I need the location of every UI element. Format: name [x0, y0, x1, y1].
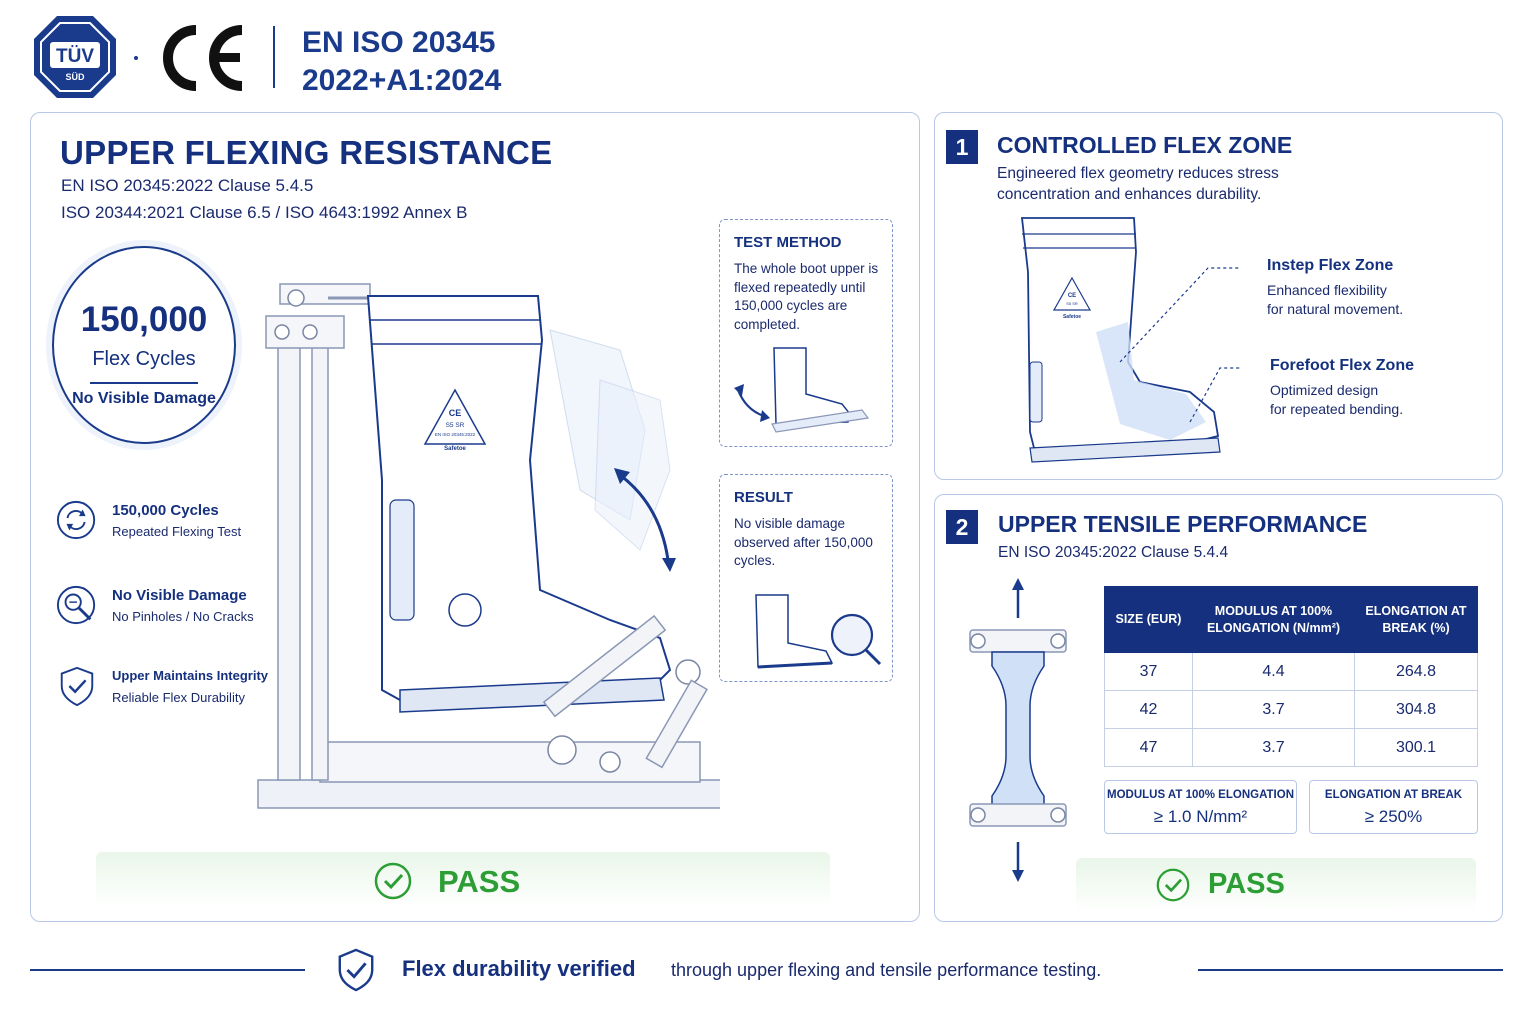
- test-method-title: TEST METHOD: [734, 234, 842, 251]
- header-standard-line2: 2022+A1:2024: [302, 64, 502, 97]
- flexing-pass-text: PASS: [438, 864, 521, 899]
- table-cell: 42: [1104, 690, 1193, 729]
- tensile-table: SIZE (EUR) MODULUS AT 100% ELONGATION (N…: [1104, 586, 1478, 767]
- shield-check-icon: [338, 948, 374, 992]
- test-method-illustration: [734, 347, 870, 433]
- table-row: 47 3.7 300.1: [1104, 728, 1478, 767]
- tensile-specimen-illustration: [969, 578, 1067, 882]
- flex-motion-arrow: [619, 473, 670, 561]
- pass-check-icon: [374, 862, 412, 900]
- boot-class-text: S5 SR: [446, 422, 465, 429]
- result-title: RESULT: [734, 489, 793, 506]
- result-box: RESULT No visible damage observed after …: [719, 474, 893, 682]
- tuv-logo-subtext: SÜD: [65, 72, 85, 82]
- header-separator: [273, 26, 275, 88]
- flexing-title: UPPER FLEXING RESISTANCE: [60, 134, 553, 171]
- requirement-value: ≥ 1.0 N/mm²: [1153, 807, 1248, 826]
- forefoot-zone-line2: for repeated bending.: [1270, 401, 1404, 417]
- header-standard: EN ISO 20345 2022+A1:2024: [302, 24, 501, 100]
- section-number-1: 1: [946, 130, 978, 164]
- zone-boot-brand: Safetoe: [1063, 314, 1081, 320]
- table-cell: 300.1: [1354, 728, 1478, 767]
- tensile-title: UPPER TENSILE PERFORMANCE: [998, 511, 1368, 537]
- instep-zone-line2: for natural movement.: [1267, 301, 1404, 317]
- tuv-sud-logo: TÜV SÜD: [34, 16, 116, 98]
- forefoot-zone-title: Forefoot Flex Zone: [1270, 357, 1414, 374]
- forefoot-zone-line1: Optimized design: [1270, 382, 1379, 398]
- boot-standard-text: EN ISO 20345:2022: [435, 432, 476, 437]
- table-header-modulus: MODULUS AT 100% ELONGATION (N/mm²): [1192, 586, 1355, 653]
- feature-title: No Visible Damage: [112, 587, 247, 604]
- flex-cycles-badge: 150,000 Flex Cycles No Visible Damage: [52, 246, 236, 444]
- footer-line-right: [1198, 969, 1503, 971]
- zone-boot-class: S5 SR: [1066, 301, 1078, 306]
- flexing-pass-bar: [96, 852, 830, 908]
- cycle-arrows-icon: [56, 500, 96, 540]
- section-number-2: 2: [946, 510, 978, 544]
- badge-number: 150,000: [80, 300, 208, 339]
- table-cell: 37: [1104, 652, 1193, 691]
- requirement-value: ≥ 250%: [1364, 807, 1423, 826]
- tensile-pass-text: PASS: [1208, 868, 1285, 900]
- tensile-pass-bar: [1076, 858, 1476, 914]
- footer-line-left: [30, 969, 305, 971]
- table-header-elongation: ELONGATION AT BREAK (%): [1354, 586, 1478, 653]
- tensile-clause: EN ISO 20345:2022 Clause 5.4.4: [998, 544, 1229, 561]
- tuv-logo-text: TÜV: [56, 46, 94, 67]
- requirement-label: MODULUS AT 100% ELONGATION: [1107, 789, 1294, 801]
- table-cell: 3.7: [1192, 690, 1355, 729]
- feature-title: Upper Maintains Integrity: [112, 668, 269, 683]
- test-method-body: The whole boot upper is flexed repeatedl…: [734, 261, 879, 332]
- feature-no-damage: No Visible Damage No Pinholes / No Crack…: [56, 583, 286, 633]
- instep-zone-title: Instep Flex Zone: [1267, 257, 1394, 274]
- table-cell: 4.4: [1192, 652, 1355, 691]
- table-row: 42 3.7 304.8: [1104, 690, 1478, 729]
- instep-zone-line1: Enhanced flexibility: [1267, 282, 1387, 298]
- flex-zone-boot-illustration: CE S5 SR Safetoe: [1020, 217, 1240, 463]
- table-cell: 3.7: [1192, 728, 1355, 767]
- boot-ce-text: CE: [449, 408, 462, 418]
- table-cell: 304.8: [1354, 690, 1478, 729]
- requirement-elongation: ELONGATION AT BREAK ≥ 250%: [1309, 780, 1478, 834]
- badge-divider: [90, 382, 198, 384]
- flex-zone-title: CONTROLLED FLEX ZONE: [997, 132, 1293, 158]
- feature-subtitle: Reliable Flex Durability: [112, 690, 245, 705]
- feature-title: 150,000 Cycles: [112, 502, 219, 519]
- flex-zone-description: Engineered flex geometry reduces stress …: [997, 165, 1279, 203]
- flexing-clause-1: EN ISO 20345:2022 Clause 5.4.5: [61, 176, 314, 195]
- boot-brand-text: Safetoe: [444, 446, 466, 452]
- test-method-box: TEST METHOD The whole boot upper is flex…: [719, 219, 893, 447]
- footer-text: through upper flexing and tensile perfor…: [671, 960, 1102, 980]
- ce-mark: CE: [158, 22, 243, 91]
- footer-bold-text: Flex durability verified: [402, 956, 636, 981]
- requirement-label: ELONGATION AT BREAK: [1324, 789, 1463, 801]
- result-body: No visible damage observed after 150,000…: [734, 516, 873, 568]
- result-illustration: [755, 594, 882, 669]
- table-cell: 47: [1104, 728, 1193, 767]
- table-header-size: SIZE (EUR): [1104, 586, 1193, 653]
- flex-test-machine-illustration: CE S5 SR EN ISO 20345:2022 Safetoe: [257, 283, 720, 809]
- requirement-modulus: MODULUS AT 100% ELONGATION ≥ 1.0 N/mm²: [1104, 780, 1297, 834]
- svg-text:CE: CE: [158, 22, 160, 23]
- flexing-clause-2: ISO 20344:2021 Clause 6.5 / ISO 4643:199…: [61, 203, 468, 222]
- badge-note: No Visible Damage: [72, 390, 216, 407]
- magnifier-icon: [56, 585, 96, 625]
- table-cell: 264.8: [1354, 652, 1478, 691]
- feature-subtitle: No Pinholes / No Cracks: [112, 609, 254, 624]
- shield-check-icon: [60, 666, 94, 707]
- badge-label: Flex Cycles: [92, 348, 196, 370]
- header-dot: [134, 56, 138, 60]
- feature-cycles: 150,000 Cycles Repeated Flexing Test: [56, 498, 286, 548]
- table-row: 37 4.4 264.8: [1104, 652, 1478, 691]
- feature-subtitle: Repeated Flexing Test: [112, 524, 242, 539]
- feature-integrity: Upper Maintains Integrity Reliable Flex …: [56, 664, 286, 714]
- header-standard-line1: EN ISO 20345: [302, 26, 496, 59]
- pass-check-icon: [1156, 868, 1190, 902]
- table-header-row: SIZE (EUR) MODULUS AT 100% ELONGATION (N…: [1104, 586, 1478, 653]
- zone-boot-ce: CE: [1068, 293, 1076, 299]
